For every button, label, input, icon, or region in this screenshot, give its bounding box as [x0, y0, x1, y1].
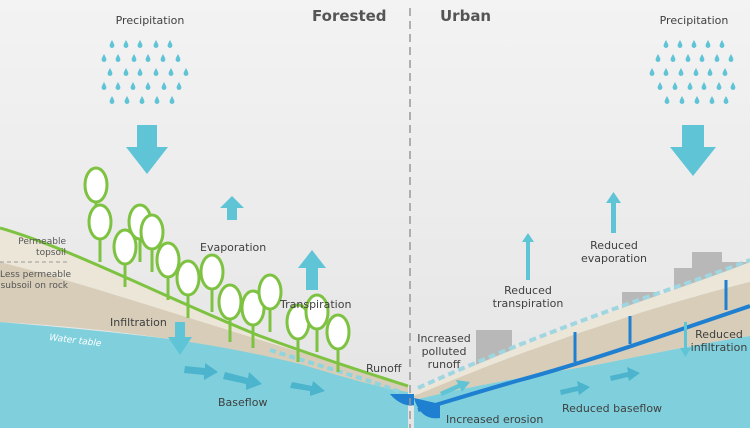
runoff-arrow-right: [440, 380, 470, 396]
reduced-baseflow-arrow-2: [560, 381, 590, 395]
label-precipitation-right: Precipitation: [659, 14, 729, 27]
label-increased-erosion: Increased erosion: [446, 413, 544, 426]
baseflow-arrow-2: [223, 372, 262, 390]
runoff-path: [269, 348, 401, 394]
label-reduced-transpiration: Reduced transpiration: [492, 284, 564, 310]
stream-right: [414, 398, 440, 419]
label-baseflow: Baseflow: [218, 396, 268, 409]
baseflow-arrow-3: [290, 381, 325, 396]
label-transpiration: Transpiration: [280, 298, 352, 311]
reduced-baseflow-arrow-1: [610, 367, 640, 381]
groundwater-right: [414, 336, 750, 428]
label-reduced-evaporation: Reduced evaporation: [580, 239, 648, 265]
reduced-evaporation-arrow: [606, 192, 621, 233]
label-runoff: Runoff: [366, 362, 402, 375]
precipitation-arrow-right: [670, 125, 716, 176]
label-permeable-topsoil: Permeable topsoil: [18, 237, 66, 258]
subsoil-left: [0, 262, 408, 392]
urban-stream: [417, 304, 750, 412]
topsoil-right: [414, 262, 750, 396]
paved-surface: [417, 258, 750, 390]
precipitation-arrow-left: [126, 125, 168, 174]
label-reduced-baseflow: Reduced baseflow: [562, 402, 663, 415]
stream-left: [390, 394, 418, 406]
label-evaporation: Evaporation: [200, 241, 267, 254]
ground-surface-left: [0, 226, 409, 388]
evaporation-arrow: [220, 196, 244, 220]
heading-urban: Urban: [440, 7, 492, 25]
label-increased-polluted-runoff: Increased polluted runoff: [417, 332, 471, 371]
label-less-permeable-subsoil: Less permeable subsoil on rock: [0, 270, 71, 291]
infiltration-arrow: [168, 322, 192, 355]
label-precipitation-left: Precipitation: [115, 14, 185, 27]
heading-forested: Forested: [312, 7, 387, 25]
reduced-infiltration-arrow: [680, 322, 691, 357]
label-reduced-infiltration: Reduced infiltration: [690, 328, 748, 354]
baseflow-arrow-1: [184, 363, 218, 380]
storm-drains: [573, 280, 728, 362]
subsoil-right: [414, 282, 750, 400]
reduced-transpiration-arrow: [522, 233, 534, 280]
transpiration-arrow: [298, 250, 326, 290]
label-infiltration: Infiltration: [110, 316, 167, 329]
